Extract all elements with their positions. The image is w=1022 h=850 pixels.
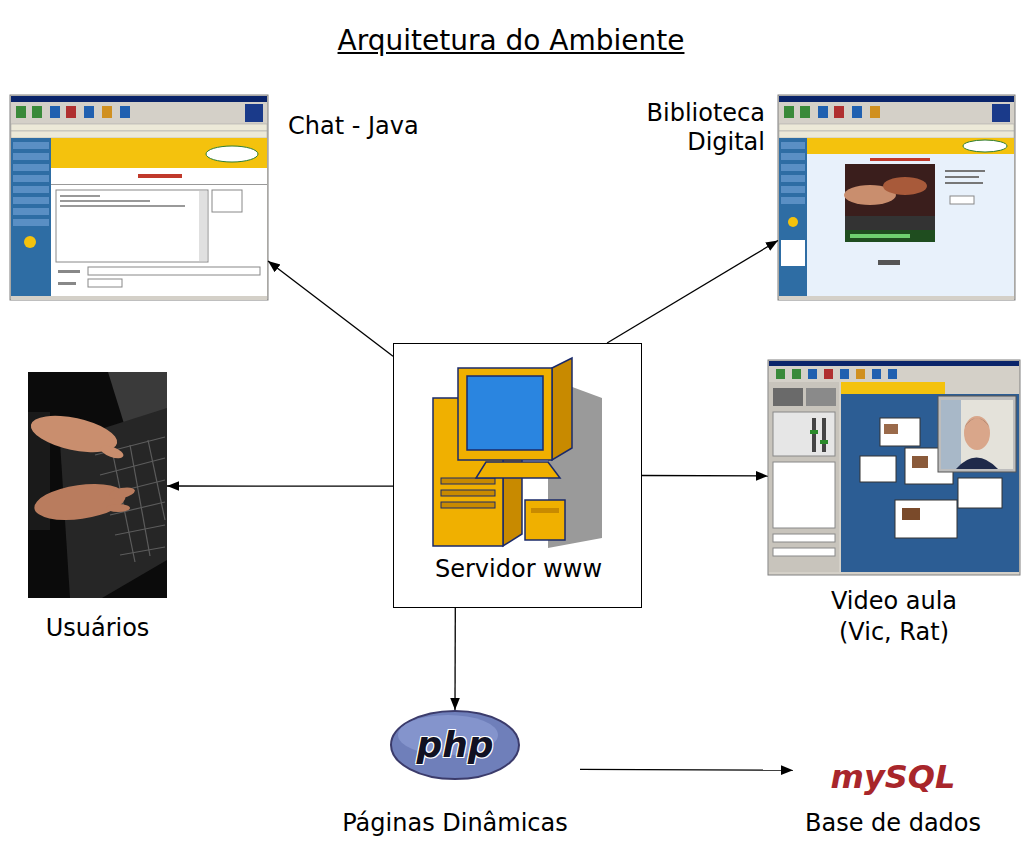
text-holder: Páginas Dinâmicas [342,809,568,838]
arrow-connector [580,769,793,771]
arrow-connector [454,608,456,710]
node-caption: Video aula (Vic, Rat) [809,586,979,648]
arrow-connector [607,241,778,344]
text-holder: php [416,723,493,766]
text-holder: Servidor www [435,555,602,584]
node-caption: Chat - Java [288,112,419,141]
text-holder: Video aula (Vic, Rat) [809,586,979,648]
mysql-logo-node: mySQL Base de dados [793,752,993,848]
text-holder: Chat - Java [288,112,419,141]
diagram-title: Arquitetura do Ambiente [338,24,685,58]
users-photo-node: Usuários [28,372,167,657]
video-class-node: Video aula (Vic, Rat) [768,360,1020,665]
text-holder: Base de dados [805,809,981,838]
node-caption: Usuários [46,614,150,643]
node-caption: Páginas Dinâmicas [342,809,568,838]
php-logo [391,711,519,779]
title-holder: Arquitetura do Ambiente [0,24,1022,58]
text-holder: Biblioteca Digital [585,99,765,157]
server-box: Servidor www [393,343,642,608]
arrow-connector [642,475,768,477]
library-screenshot [778,95,1015,300]
video-class-screenshot [768,360,1020,575]
users-photo [28,372,167,598]
chat-screenshot [10,95,268,300]
arrow-connector [268,261,393,356]
library-screenshot-node: Biblioteca Digital [778,95,1015,300]
text-holder: mySQL [831,758,956,796]
php-logo-node: phpPáginas Dinâmicas [330,710,580,848]
logo-text: mySQL [831,758,956,796]
chat-screenshot-node: Chat - Java [10,95,268,300]
node-caption: Servidor www [435,555,602,584]
logo-text: php [416,723,493,766]
arrow-connector [167,485,393,486]
text-holder: Usuários [46,614,150,643]
server-icon [433,358,602,548]
node-caption: Base de dados [805,809,981,838]
node-caption: Biblioteca Digital [585,99,765,157]
